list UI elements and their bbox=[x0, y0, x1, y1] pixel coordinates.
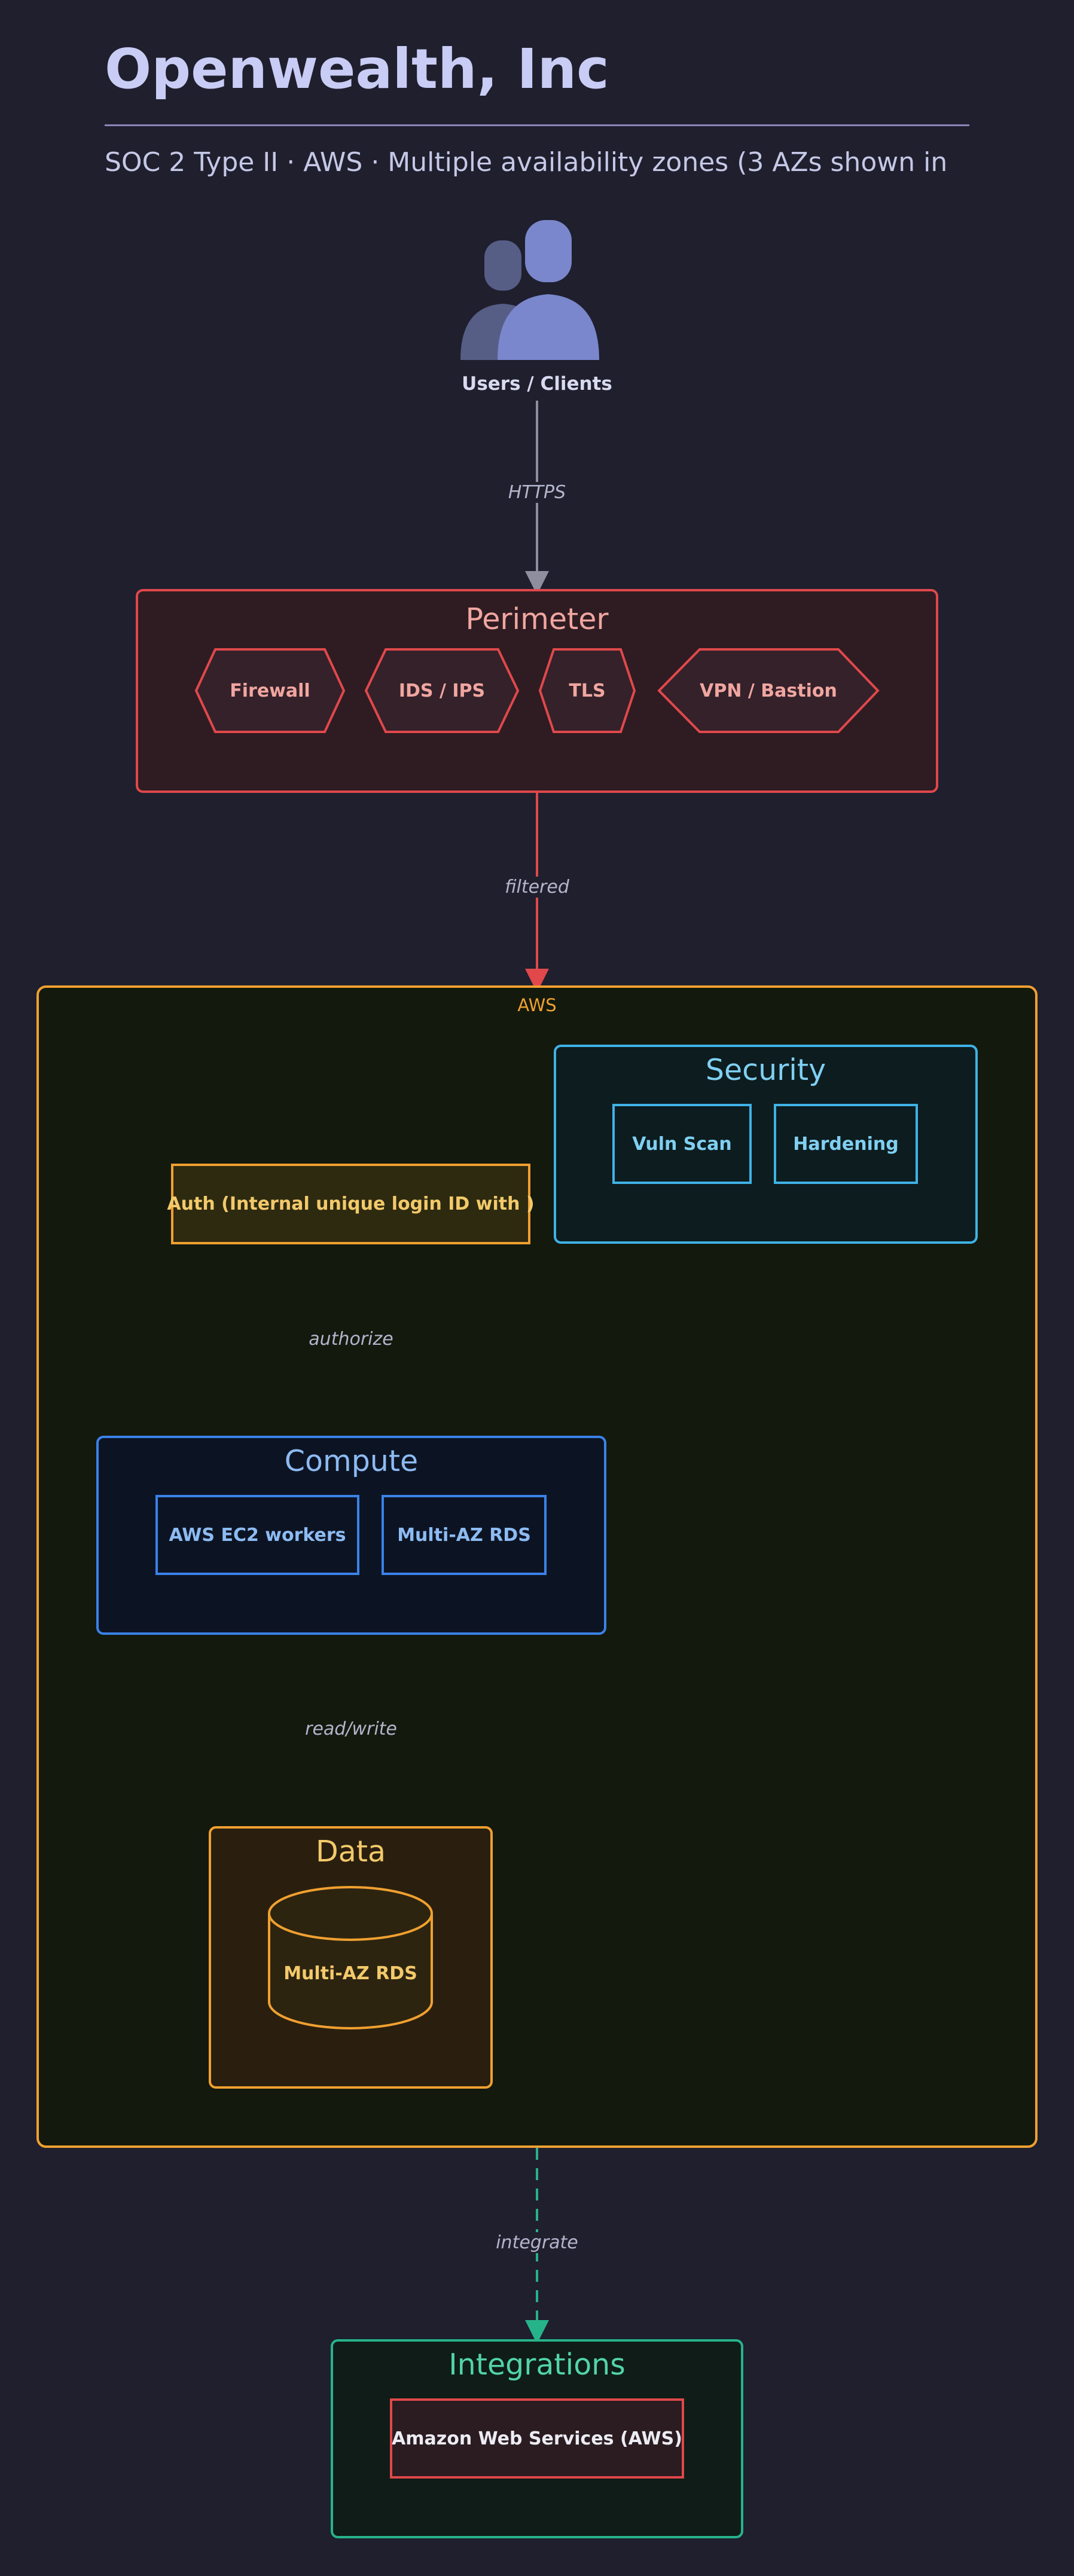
users-label: Users / Clients bbox=[462, 373, 612, 395]
ids-ips-hexagon bbox=[364, 648, 520, 733]
vpn-bastion-hexagon bbox=[657, 648, 880, 733]
security-item-hardening: Hardening bbox=[774, 1104, 918, 1184]
aws-label: AWS bbox=[517, 995, 557, 1015]
tls-hexagon bbox=[538, 648, 636, 733]
perimeter-item-vpn-bastion: VPN / Bastion bbox=[700, 680, 837, 701]
title-divider bbox=[105, 124, 969, 126]
integrations-title: Integrations bbox=[448, 2348, 626, 2382]
integration-item-aws: Amazon Web Services (AWS) bbox=[390, 2398, 684, 2479]
edge-label-filtered: filtered bbox=[477, 877, 597, 898]
page-title: Openwealth, Inc bbox=[105, 37, 609, 101]
perimeter-shapes bbox=[194, 648, 880, 733]
security-item-vuln-scan: Vuln Scan bbox=[612, 1104, 752, 1184]
perimeter-item-ids-ips: IDS / IPS bbox=[398, 680, 486, 701]
compute-title: Compute bbox=[284, 1444, 419, 1478]
perimeter-item-firewall: Firewall bbox=[230, 680, 310, 701]
edge-label-authorize: authorize bbox=[291, 1329, 411, 1350]
data-title: Data bbox=[316, 1835, 386, 1869]
security-group: Security bbox=[554, 1045, 978, 1244]
auth-node: Auth (Internal unique login ID with ) bbox=[167, 1164, 535, 1244]
compute-item-multi-az-rds: Multi-AZ RDS bbox=[382, 1495, 547, 1575]
data-db-label: Multi-AZ RDS bbox=[283, 1962, 417, 1984]
compute-group: Compute bbox=[96, 1436, 606, 1635]
firewall-hexagon bbox=[194, 648, 346, 733]
users-icon bbox=[460, 220, 599, 360]
security-title: Security bbox=[705, 1053, 826, 1087]
database-cylinder-icon bbox=[268, 1886, 433, 2029]
edge-label-https: HTTPS bbox=[477, 482, 597, 503]
edge-label-read-write: read/write bbox=[291, 1719, 411, 1739]
edge-label-integrate: integrate bbox=[477, 2232, 597, 2253]
compute-item-ec2-workers: AWS EC2 workers bbox=[155, 1495, 359, 1575]
perimeter-title: Perimeter bbox=[465, 602, 609, 636]
perimeter-item-tls: TLS bbox=[569, 680, 606, 701]
page-subtitle: SOC 2 Type II · AWS · Multiple availabil… bbox=[105, 147, 948, 178]
